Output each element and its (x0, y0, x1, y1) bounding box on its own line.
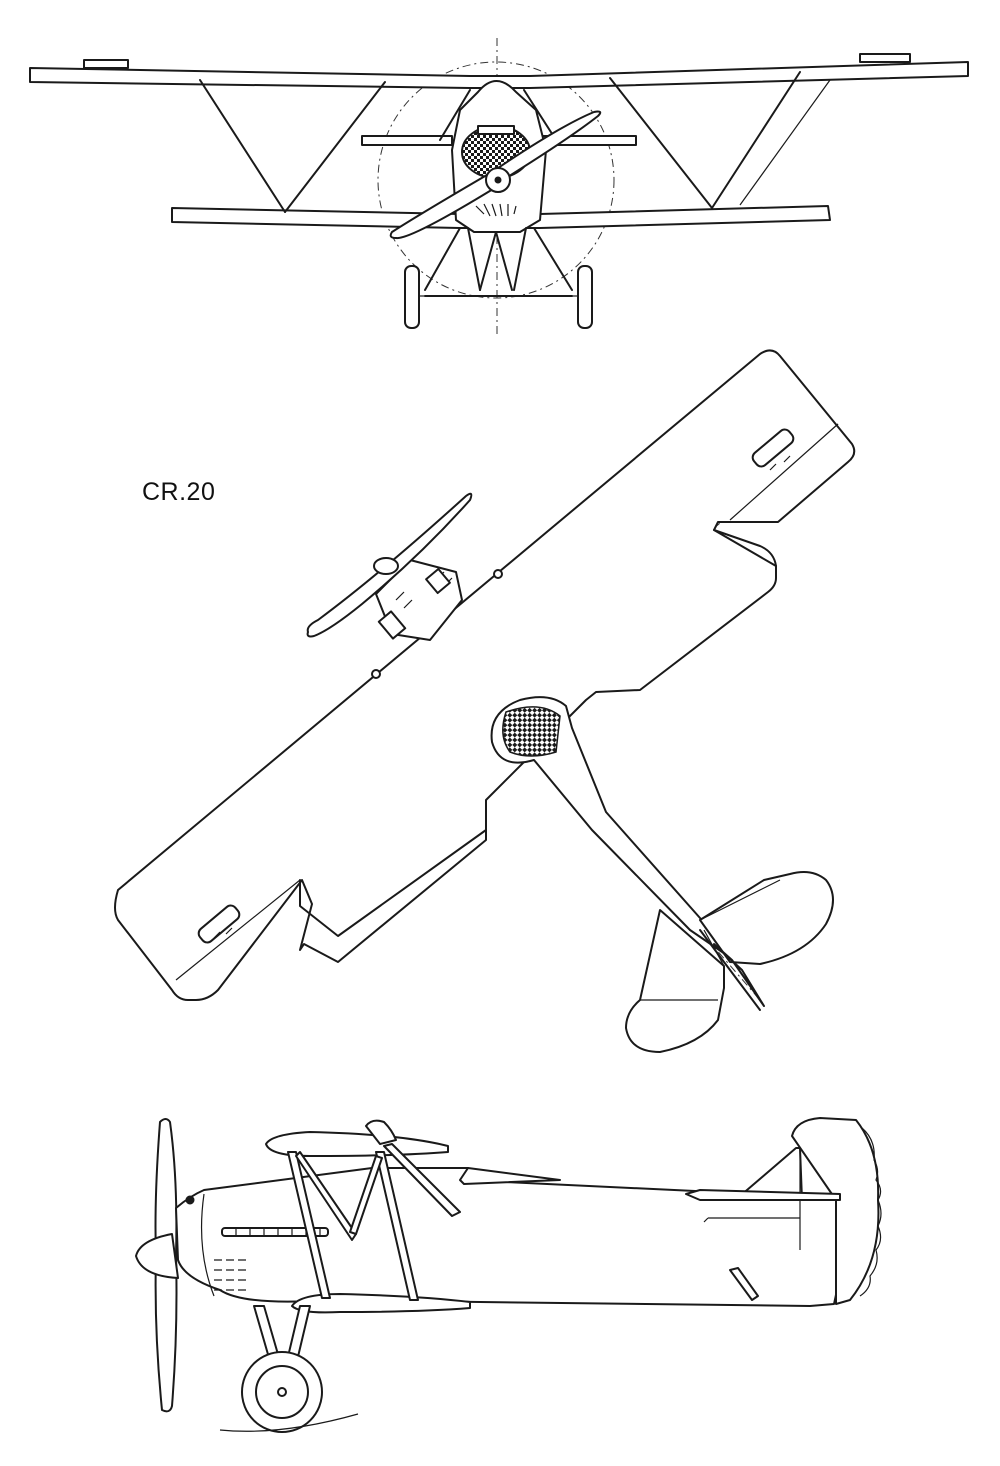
side-tail (685, 1117, 882, 1305)
front-struts (199, 71, 831, 213)
top-fuselage (490, 696, 731, 957)
side-fuselage (175, 1167, 843, 1307)
side-propeller (135, 1118, 179, 1413)
side-struts (287, 1143, 461, 1301)
top-tailplane (625, 871, 834, 1053)
front-propeller (389, 110, 602, 240)
side-lower-wing (291, 1293, 471, 1314)
front-view (29, 38, 969, 335)
top-nose-propeller (306, 492, 503, 679)
aircraft-designation: CR.20 (142, 478, 216, 506)
front-upper-wing (29, 53, 969, 89)
front-landing-gear (404, 227, 593, 329)
top-upper-wing (114, 349, 856, 1001)
side-landing-gear (219, 1305, 359, 1433)
side-upper-wing (265, 1119, 449, 1157)
front-engine-detail (475, 203, 517, 217)
